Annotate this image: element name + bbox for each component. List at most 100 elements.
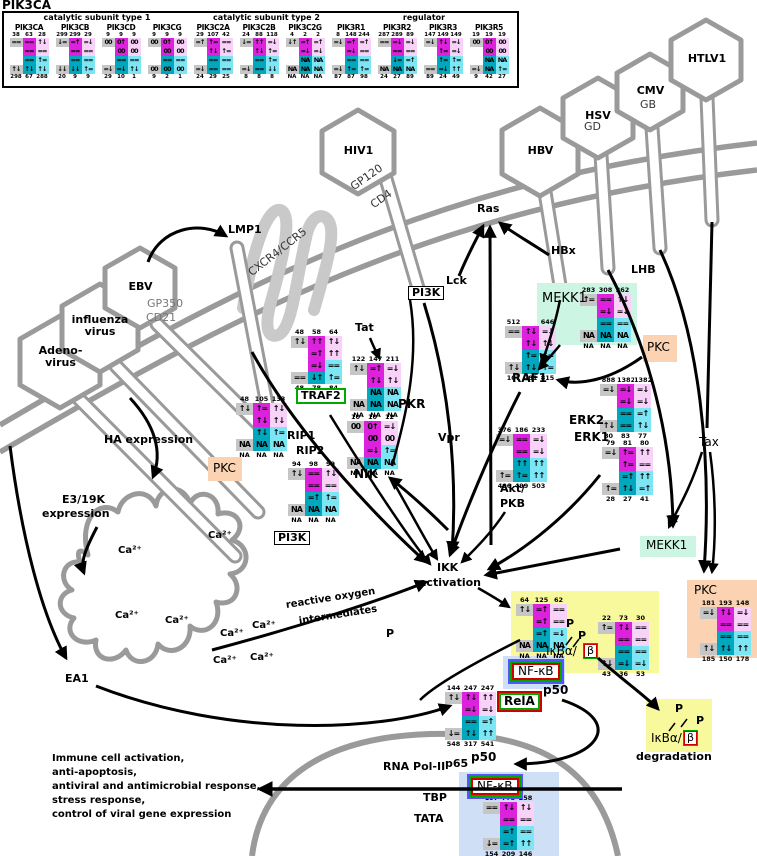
expression-cell: [483, 826, 500, 838]
expression-cell: ↓↓: [68, 65, 82, 74]
expression-cell: [236, 427, 253, 439]
sample-number: 64: [519, 596, 530, 604]
expression-cell: =↓: [602, 447, 619, 459]
sample-number: NA: [583, 342, 594, 350]
expression-cell: =↓: [634, 384, 651, 396]
expression-cell: [148, 56, 161, 65]
expression-cell: =↑: [619, 471, 636, 483]
expression-cell: [288, 480, 305, 492]
expression-cell: =↓: [114, 65, 128, 74]
outcome-line-5: control of viral gene expression: [52, 809, 232, 820]
expression-cell: ↑=: [325, 372, 342, 384]
sample-number: 548: [446, 740, 461, 748]
sample-number: 67: [25, 74, 33, 80]
outcome-line-2: anti-apoptosis,: [52, 767, 137, 778]
label-cd4: CD4: [367, 186, 395, 211]
sample-number: 888: [601, 376, 616, 384]
expression-cell: =↑: [68, 38, 82, 47]
sample-number: 287: [378, 32, 390, 38]
expression-cell: ==: [68, 56, 82, 65]
sample-number: 815: [540, 374, 555, 382]
expression-cell: NA: [236, 439, 253, 451]
expression-cell: ↑=: [436, 47, 450, 56]
expression-cell: [600, 396, 617, 408]
expression-cell: ↑=: [35, 56, 49, 65]
label-ca-3: Ca²⁺: [115, 610, 139, 621]
sample-number: 27: [393, 74, 401, 80]
label-akt-line1: Akt/: [500, 482, 526, 495]
sample-number: 144: [446, 684, 461, 692]
label-adenovirus: Adeno-virus: [38, 344, 83, 370]
arrow-akt-ikk: [460, 511, 507, 564]
legend-group-1: catalytic subunit type 1: [43, 13, 151, 22]
expression-cell: 00: [482, 47, 496, 56]
expression-cell: NA: [516, 640, 533, 652]
expression-cell: ==: [597, 318, 614, 330]
expression-cell: ==: [9, 38, 23, 47]
expression-cell: ↑=: [206, 38, 220, 47]
expression-cell: ==: [615, 634, 632, 646]
sample-number: 89: [426, 74, 434, 80]
label-nfkb-lower: NF-κB: [469, 775, 521, 798]
label-pi3k-lower: PI3K: [274, 531, 311, 546]
expression-cell: ==: [81, 47, 95, 56]
label-ca-8: Ca²⁺: [250, 652, 274, 663]
expression-cell: ↓↓: [55, 65, 69, 74]
expression-cell: ==: [114, 56, 128, 65]
expression-cell: =↓: [550, 628, 567, 640]
sample-number: 8: [270, 74, 274, 80]
expression-cell: 00: [381, 433, 398, 445]
expression-cell: 00: [173, 38, 187, 47]
gene-name: PIK3C2B: [242, 23, 276, 32]
expression-cell: [496, 458, 513, 470]
expression-cell: 00: [173, 65, 187, 74]
expression-cell: =↑: [479, 716, 496, 728]
expression-cell: NA: [482, 56, 496, 65]
expression-cell: ↑=: [322, 492, 339, 504]
expression-cell: NA: [614, 330, 631, 342]
expression-cell: ↑=: [253, 403, 270, 415]
label-ras: Ras: [477, 202, 500, 215]
sample-number: 233: [531, 426, 546, 434]
expression-cell: ↑↑: [530, 470, 547, 482]
sample-number: 107: [207, 32, 219, 38]
expression-cell: ↓=: [239, 38, 253, 47]
expression-cell: [470, 56, 483, 65]
legend-group-3: regulator: [402, 13, 446, 22]
expression-cell: ↑=: [270, 427, 287, 439]
sample-number: 147: [368, 355, 383, 363]
expression-cell: ↑↓: [206, 47, 220, 56]
expression-cell: [700, 631, 717, 643]
expression-cell: =↓: [539, 326, 556, 338]
expression-cell: [288, 492, 305, 504]
expression-cell: ↑↓: [634, 420, 651, 432]
sample-number: NA: [553, 652, 564, 660]
label-lmp1: LMP1: [228, 223, 262, 236]
expression-cell: NA: [367, 387, 384, 399]
label-tax: Tax: [699, 435, 719, 449]
label-ikk-activation: activation: [419, 576, 481, 589]
sample-number: NA: [239, 451, 250, 459]
label-ikb-beta-deg: β: [682, 729, 699, 747]
expression-cell: NA: [285, 65, 299, 74]
expression-cell: ↑↓: [615, 622, 632, 634]
label-pi3k-upper: PI3K: [408, 286, 445, 301]
sample-number: 107: [506, 374, 521, 382]
sample-number: 25: [222, 74, 230, 80]
sample-number: 10: [350, 413, 361, 421]
expression-cell: =↓: [449, 38, 463, 47]
expression-cell: =↓: [265, 38, 279, 47]
expression-cell: ↑↓: [462, 728, 479, 740]
expression-cell: =↓: [632, 658, 649, 670]
expression-cell: ==: [717, 619, 734, 631]
expression-cell: ↓=: [483, 838, 500, 850]
